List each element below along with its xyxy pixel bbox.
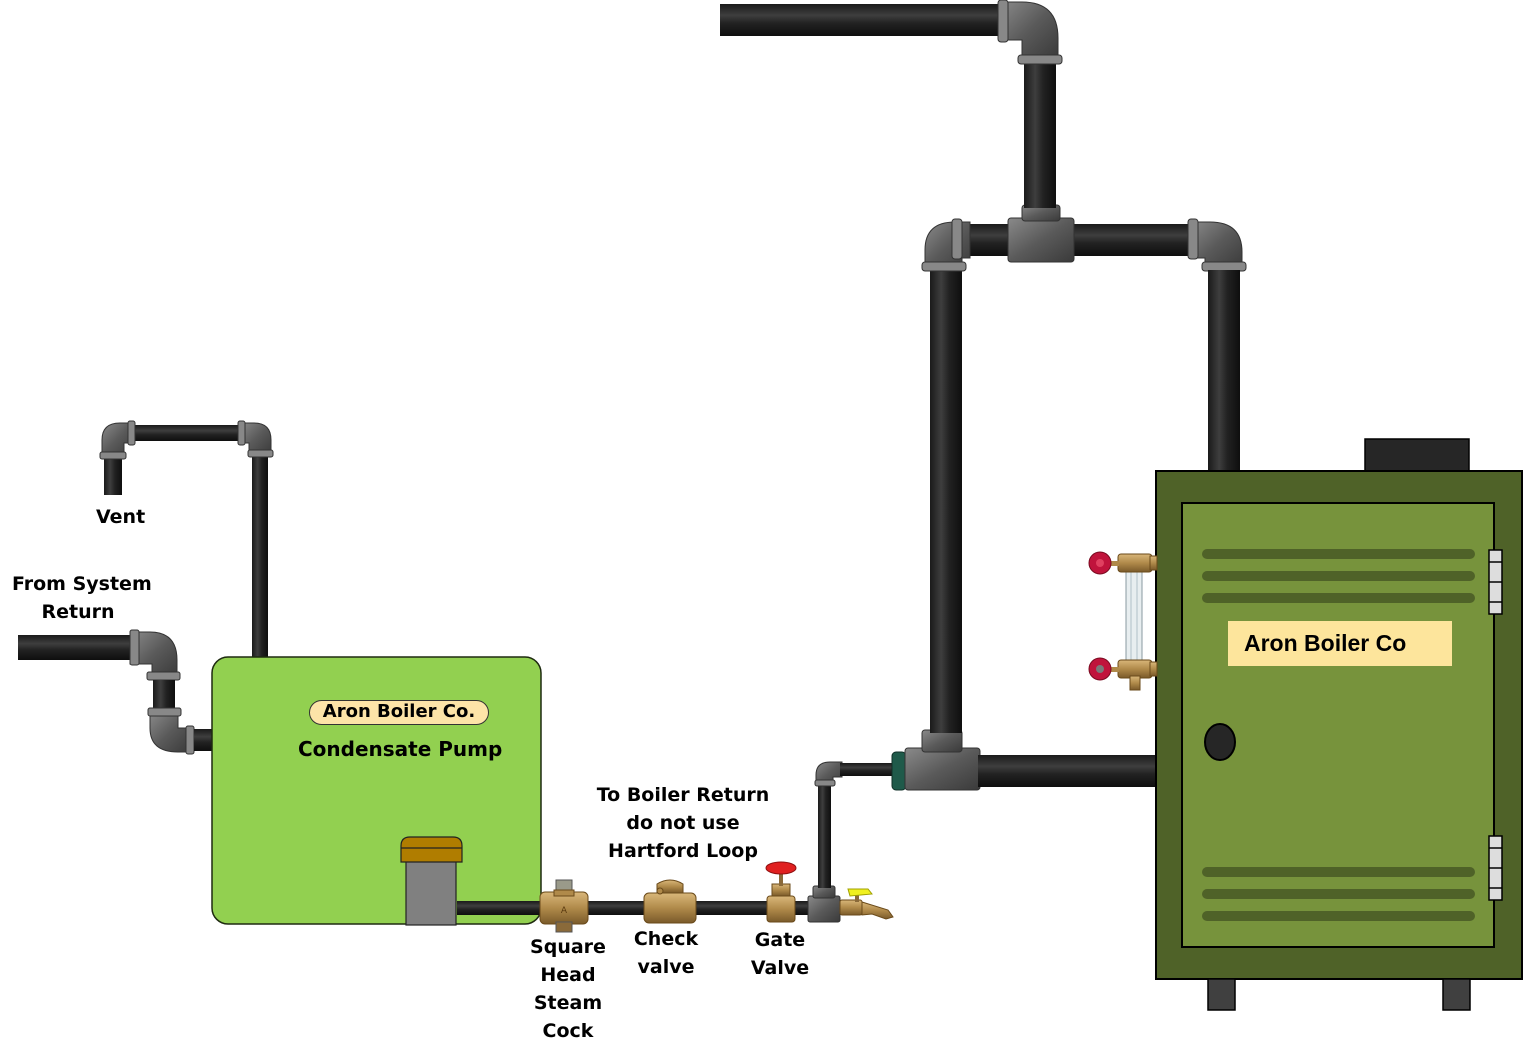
square-head-line1: Square (530, 936, 606, 958)
steam-main-riser (720, 0, 1063, 208)
door-hinge-bottom (1488, 835, 1503, 901)
boiler-leg-right (1442, 978, 1471, 1011)
check-valve-label: Check valve (630, 925, 702, 981)
door-hinge-top (1488, 549, 1503, 615)
gate-valve (765, 861, 797, 923)
gate-valve-line1: Gate (754, 929, 806, 951)
svg-text:A: A (561, 906, 568, 916)
system-return-pipe (18, 629, 214, 755)
vent-label: Vent (96, 506, 146, 528)
boiler-return-note-line1: To Boiler Return (596, 784, 770, 806)
boiler-leg-left (1207, 978, 1236, 1011)
sight-glass-valve-top-handle-icon (1088, 551, 1112, 575)
boiler (1155, 438, 1523, 1011)
vent-louvers-bottom (1202, 867, 1475, 921)
return-tee (891, 729, 1158, 791)
from-system-return-line1: From System (12, 573, 152, 595)
gate-valve-line2: Valve (750, 957, 810, 979)
drain-tee (807, 885, 841, 923)
vent-pipe (99, 420, 274, 660)
door-knob (1204, 723, 1236, 761)
vent-louvers-top (1202, 549, 1475, 603)
boiler-return-note-line2: do not use (626, 812, 740, 834)
equalizer-pipe (930, 268, 962, 733)
square-head-line2: Head (540, 964, 596, 986)
square-head-line4: Cock (542, 1020, 594, 1042)
boiler-supply-pipe (1208, 270, 1240, 472)
boiler-nameplate: Aron Boiler Co (1228, 621, 1452, 666)
boiler-return-note-line3: Hartford Loop (608, 840, 758, 862)
pump-brand-badge: Aron Boiler Co. (309, 700, 489, 725)
square-head-line3: Steam (533, 992, 603, 1014)
from-system-return-label: From System Return (12, 570, 152, 626)
steam-header (921, 204, 1247, 272)
check-valve (643, 879, 697, 924)
boiler-return-note: To Boiler Return do not use Hartford Loo… (595, 781, 771, 865)
check-valve-line1: Check (633, 928, 699, 950)
from-system-return-line2: Return (41, 601, 115, 623)
square-head-steam-cock: A (539, 879, 589, 933)
gate-valve-label: Gate Valve (745, 926, 815, 982)
condensate-pump (211, 656, 542, 926)
sight-glass-valve-bottom-handle-icon (1088, 657, 1112, 681)
drain-cock (839, 888, 894, 920)
square-head-steam-cock-label: Square Head Steam Cock (528, 933, 608, 1045)
sight-glass (1088, 551, 1158, 691)
pump-name-label: Condensate Pump (298, 737, 503, 761)
return-riser (814, 761, 892, 888)
check-valve-line2: valve (637, 956, 695, 978)
